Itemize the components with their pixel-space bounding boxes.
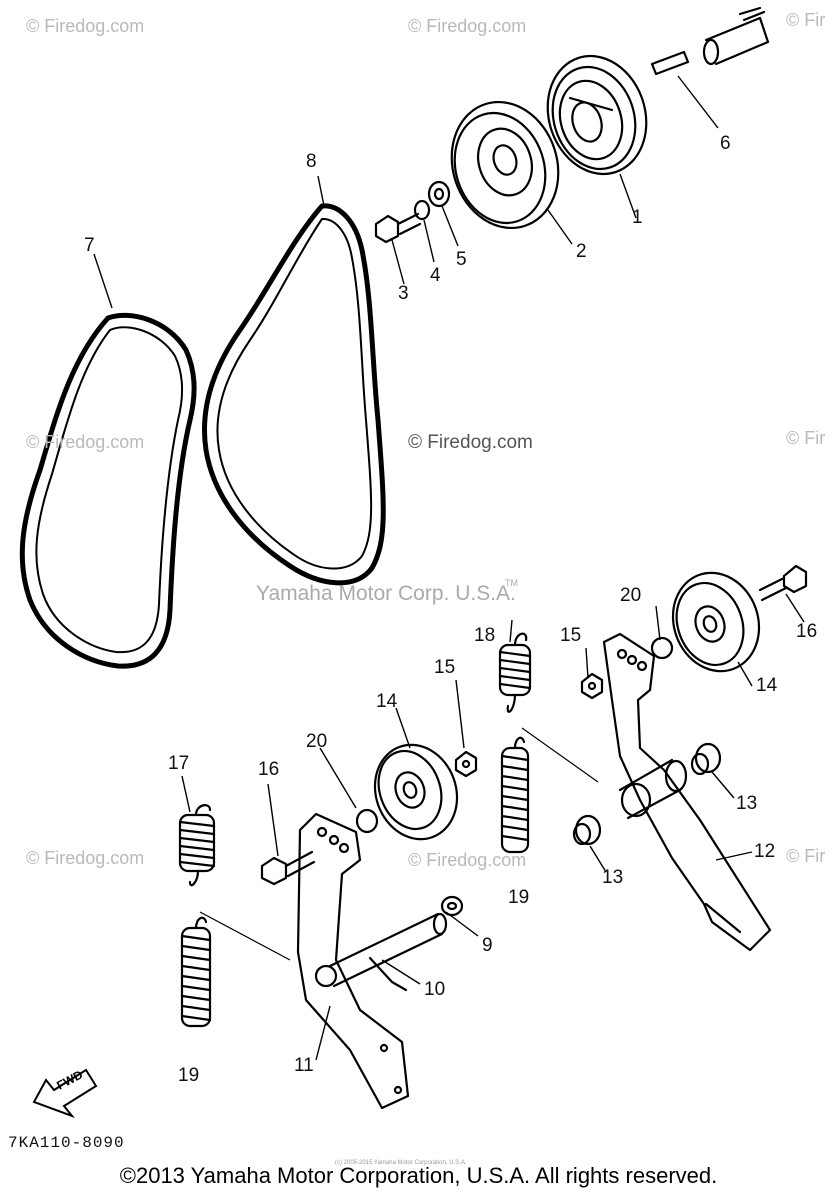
copyright-notice: ©2013 Yamaha Motor Corporation, U.S.A. A… [119, 1163, 718, 1188]
lock-washer-4 [413, 199, 431, 221]
callout-12: 12 [754, 841, 776, 862]
callout-20-left: 20 [306, 731, 328, 752]
callout-16-right: 16 [796, 621, 818, 642]
callout-13-lower: 13 [602, 867, 624, 888]
watermark-mid-center: © Firedog.com [408, 432, 533, 453]
callout-14-left: 14 [376, 691, 398, 712]
callout-19-left: 19 [178, 1065, 200, 1086]
callout-15-left: 15 [434, 657, 456, 678]
callout-6: 6 [720, 133, 731, 154]
callout-20-right: 20 [620, 585, 642, 606]
diagram-code: 7KA110-8090 [8, 1134, 125, 1152]
belt-7 [19, 312, 197, 669]
belt-8 [201, 203, 386, 586]
fine-print: (c) 2005-2015 Yamaha Motor Corporation, … [335, 1160, 467, 1166]
leader-lines [93, 75, 805, 1061]
shaft [702, 6, 770, 66]
callout-11: 11 [294, 1055, 314, 1076]
callout-9: 9 [482, 935, 493, 956]
key-6 [650, 50, 690, 76]
pulley-2 [450, 100, 560, 230]
idler-pulley-14-right [671, 571, 761, 673]
assembly-lines [199, 727, 599, 961]
tensioner-arm-11 [296, 812, 448, 1110]
watermark-yamaha: Yamaha Motor Corp. U.S.A. [256, 582, 516, 605]
fwd-arrow-icon [32, 1068, 98, 1119]
spring-17 [178, 804, 216, 887]
idler-pulley-14-left [373, 743, 459, 841]
watermark-low-right: © Fir [786, 846, 826, 866]
callout-7: 7 [84, 235, 95, 256]
washer-5 [427, 180, 451, 208]
watermark-tm: TM [505, 578, 518, 588]
callout-10: 10 [424, 979, 446, 1000]
watermark-low-left: © Firedog.com [26, 848, 145, 868]
callout-18: 18 [474, 625, 496, 646]
callout-17: 17 [168, 753, 190, 774]
bushing-13-lower [572, 814, 602, 846]
watermark-mid-right: © Fir [786, 428, 826, 448]
callout-1: 1 [632, 207, 643, 228]
watermark-low-center: © Firedog.com [408, 850, 527, 870]
callout-5: 5 [456, 249, 467, 270]
callout-15-right: 15 [560, 625, 582, 646]
callout-3: 3 [398, 283, 409, 304]
callout-8: 8 [306, 151, 317, 172]
spring-19-left [180, 916, 212, 1028]
callout-4: 4 [430, 265, 441, 286]
watermark-top-right: © Fir [786, 10, 826, 30]
nut-15-left [454, 750, 478, 778]
bolt-3 [374, 212, 422, 244]
collar-20-left [355, 808, 379, 834]
callout-16-left: 16 [258, 759, 280, 780]
bushing-13-upper [690, 742, 722, 776]
nut-15-right [580, 672, 604, 700]
collar-20-right [650, 636, 674, 660]
callout-19-middle: 19 [508, 887, 530, 908]
pulley-1 [546, 54, 648, 176]
callout-14-right: 14 [756, 675, 778, 696]
tensioner-arm-12 [602, 632, 772, 952]
callout-2: 2 [576, 241, 587, 262]
callout-13-upper: 13 [736, 793, 758, 814]
spring-18 [498, 632, 532, 713]
watermark-mid-left: © Firedog.com [26, 432, 145, 452]
watermark-top-center: © Firedog.com [408, 16, 527, 36]
washer-9 [440, 895, 464, 917]
spring-19-middle [500, 736, 530, 854]
bolt-16-left [260, 850, 316, 886]
bolt-16-right [758, 564, 808, 602]
watermark-top-left: © Firedog.com [26, 16, 145, 36]
